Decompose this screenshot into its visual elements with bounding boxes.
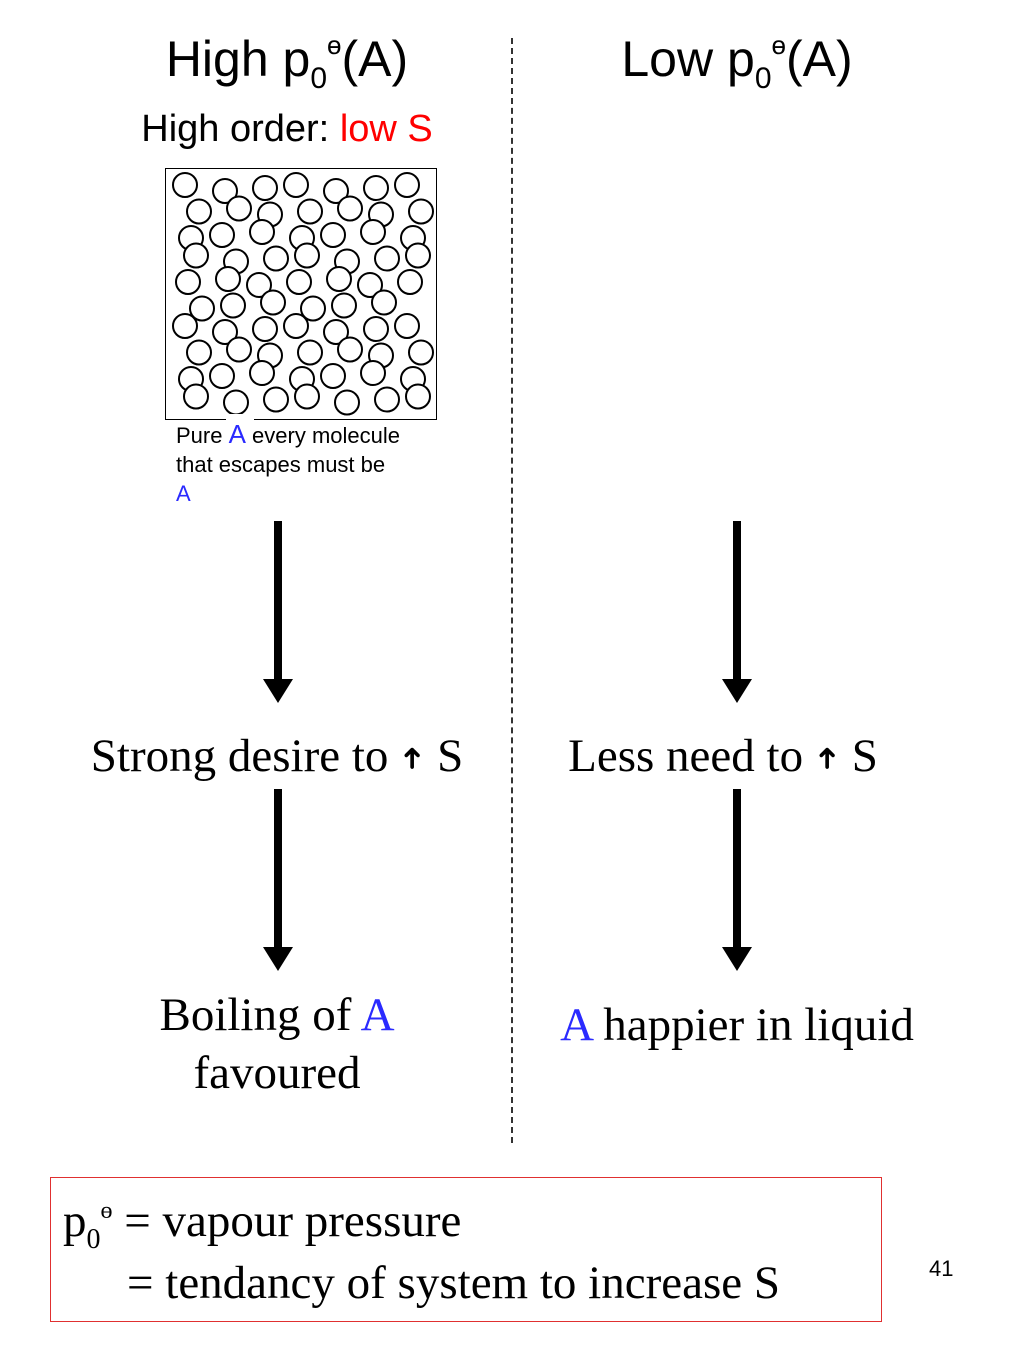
- molecule-circle: [282, 171, 309, 198]
- molecule-circle: [333, 389, 360, 415]
- molecule-circle: [251, 174, 278, 201]
- order-label: High order: low S: [141, 108, 433, 150]
- right-arrow-down-1: [722, 521, 752, 703]
- molecule-circle: [356, 271, 383, 298]
- left-heading: High p0ɵ(A): [165, 30, 409, 95]
- molecule-circle: [336, 336, 363, 362]
- molecule-circle: [282, 312, 309, 339]
- molecule-circles: [171, 171, 434, 415]
- molecule-circle: [225, 336, 252, 362]
- molecule-circle: [211, 177, 238, 204]
- molecule-circle: [322, 318, 349, 345]
- molecule-circle: [293, 242, 320, 268]
- molecule-circle: [248, 218, 275, 245]
- definition-line-1: p0ɵ = vapour pressure: [63, 1195, 462, 1255]
- molecule-circle: [396, 268, 423, 295]
- molecule-circle: [325, 265, 352, 292]
- molecule-circle: [322, 177, 349, 204]
- molecule-circle: [373, 245, 400, 271]
- molecule-circle: [370, 289, 397, 315]
- right-heading: Low p0ɵ(A): [621, 30, 853, 95]
- molecule-circle: [373, 386, 400, 412]
- molecule-circle: [225, 195, 252, 221]
- molecule-circle: [222, 389, 249, 415]
- caption-species-a-2: A: [176, 481, 191, 506]
- molecule-circle: [319, 362, 346, 389]
- molecule-circle: [174, 268, 201, 295]
- up-arrow-icon: ➜: [394, 745, 430, 771]
- column-divider: [511, 38, 513, 1143]
- molecule-circle: [208, 221, 235, 248]
- molecule-circle: [245, 271, 272, 298]
- molecule-circle: [404, 242, 431, 268]
- caption-line-1: Pure A every molecule: [176, 419, 401, 449]
- molecule-circle: [208, 362, 235, 389]
- molecule-circle: [299, 295, 326, 321]
- left-result-line-2: favoured: [193, 1047, 361, 1099]
- molecule-circle: [182, 242, 209, 268]
- molecule-circle: [296, 198, 323, 224]
- molecule-circle: [407, 339, 434, 365]
- molecule-circle: [285, 268, 312, 295]
- molecule-circle: [251, 315, 278, 342]
- molecule-circle: [359, 218, 386, 245]
- molecule-circle: [296, 339, 323, 365]
- molecule-caption: Pure A every molecule that escapes must …: [176, 420, 400, 508]
- right-result: A happier in liquid: [560, 999, 914, 1051]
- up-arrow-icon: ➜: [809, 745, 845, 771]
- molecule-circle: [171, 312, 198, 339]
- molecule-circle: [188, 295, 215, 321]
- left-result-line-1: Boiling of A: [159, 989, 395, 1041]
- molecule-circle: [407, 198, 434, 224]
- caption-species-a: A: [228, 419, 246, 449]
- right-statement: Less need to ➜ S: [568, 730, 878, 782]
- molecule-circle: [211, 318, 238, 345]
- left-statement: Strong desire to ➜ S: [90, 730, 464, 782]
- molecule-circle: [185, 339, 212, 365]
- definition-box: p0ɵ = vapour pressure = tendancy of syst…: [50, 1177, 882, 1322]
- molecule-circle: [182, 383, 209, 409]
- molecule-circle: [214, 265, 241, 292]
- molecule-circle: [293, 383, 320, 409]
- molecule-circle: [262, 386, 289, 412]
- right-arrow-down-2: [722, 789, 752, 971]
- molecule-box: [165, 168, 437, 420]
- left-result-species-a: A: [360, 989, 395, 1041]
- page-number: 41: [929, 1256, 954, 1281]
- molecule-circle: [248, 359, 275, 386]
- left-arrow-down-2: [263, 789, 293, 971]
- molecule-circle: [262, 245, 289, 271]
- molecule-circle: [393, 312, 420, 339]
- low-entropy-highlight: low S: [339, 108, 433, 150]
- molecule-circle: [330, 292, 357, 318]
- molecule-circle: [359, 359, 386, 386]
- caption-line-2: that escapes must be: [176, 452, 386, 477]
- box-opening: [226, 414, 254, 424]
- molecule-circle: [336, 195, 363, 221]
- right-result-species-a: A: [560, 999, 592, 1051]
- molecule-circle: [362, 174, 389, 201]
- left-result: Boiling of A favoured: [77, 986, 477, 1102]
- molecule-circle: [219, 292, 246, 318]
- molecule-circle: [319, 221, 346, 248]
- molecule-circle: [393, 171, 420, 198]
- molecule-circle: [362, 315, 389, 342]
- molecule-circle: [259, 289, 286, 315]
- definition-line-2: = tendancy of system to increase S: [127, 1257, 780, 1309]
- left-arrow-down-1: [263, 521, 293, 703]
- molecule-circle: [185, 198, 212, 224]
- molecule-circle: [404, 383, 431, 409]
- molecule-circle: [171, 171, 198, 198]
